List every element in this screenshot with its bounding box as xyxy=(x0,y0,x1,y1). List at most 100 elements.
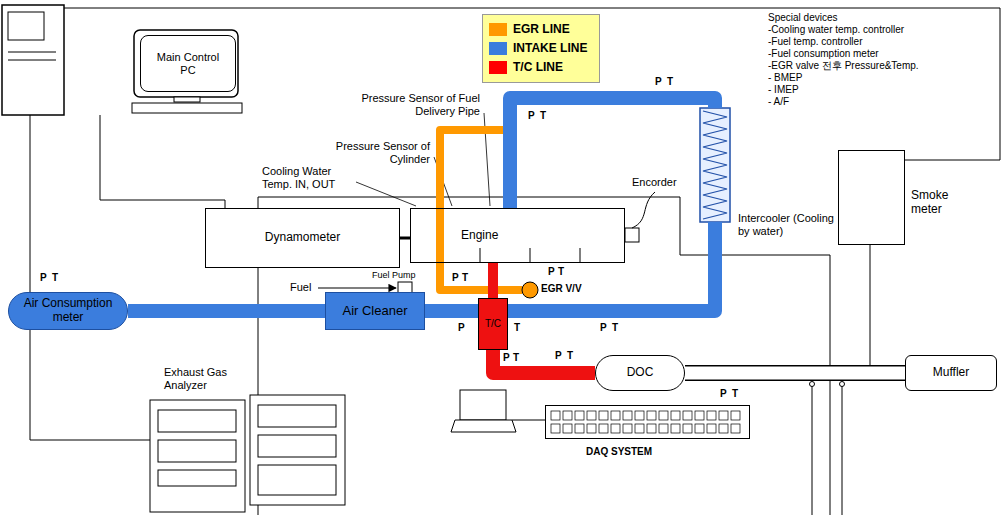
connector-path xyxy=(508,222,715,311)
daq-system: DAQ SYSTEM xyxy=(545,405,750,439)
tail-pipe xyxy=(685,373,905,374)
daq-slot xyxy=(563,424,572,433)
device-note: -Cooling water temp. controller xyxy=(768,24,904,36)
daq-slot xyxy=(575,411,584,420)
device-note: -EGR valve 전후 Pressure&Temp. xyxy=(768,60,919,72)
sensor-tag: P xyxy=(528,110,535,122)
connector-path xyxy=(510,98,715,208)
sensor-tag: P xyxy=(452,272,459,284)
dynamometer-box: Dynamometer xyxy=(205,208,400,268)
daq-slot xyxy=(647,424,656,433)
sensor-tag: T xyxy=(558,266,564,278)
node-label: Main Control PC xyxy=(155,51,221,76)
air-cleaner: Air Cleaner xyxy=(325,292,425,330)
smoke-meter: Smoke meter xyxy=(838,150,905,245)
daq-slot xyxy=(731,424,740,433)
signal-wire xyxy=(100,115,225,208)
connector-core xyxy=(685,367,905,380)
daq-slot xyxy=(659,411,668,420)
pc-tower xyxy=(2,5,64,115)
node-label: T/C xyxy=(485,318,501,330)
daq-slot xyxy=(695,424,704,433)
daq-slot xyxy=(563,411,572,420)
legend-row: INTAKE LINE xyxy=(489,39,593,58)
sensor-tag: T xyxy=(612,322,618,334)
daq-slot xyxy=(719,411,728,420)
exhaust-pipe xyxy=(493,263,494,298)
sensor-tag: T xyxy=(540,110,546,122)
daq-slot xyxy=(623,411,632,420)
daq-slot xyxy=(599,424,608,433)
sensor-tag: T xyxy=(52,272,58,284)
node-label: Exhaust Gas Analyzer xyxy=(164,366,259,391)
part-label: Encorder xyxy=(632,176,677,189)
intake-pipe xyxy=(425,311,478,312)
tower-case xyxy=(2,5,64,115)
egr-line xyxy=(440,130,538,298)
legend-swatch xyxy=(489,42,507,55)
daq-slot xyxy=(551,411,560,420)
exhaust-probes xyxy=(810,382,845,387)
turbocharger: T/C xyxy=(478,298,508,350)
connector-path xyxy=(685,365,905,381)
part-label: Cooling Water Temp. IN, OUT xyxy=(262,165,354,190)
keyboard xyxy=(132,103,242,113)
sensor-tag: P xyxy=(548,266,555,278)
analyzer-unit xyxy=(158,440,236,462)
daq-slot xyxy=(647,411,656,420)
drive-slot xyxy=(8,52,56,53)
daq-slot xyxy=(731,411,740,420)
signal-wire xyxy=(62,8,1000,160)
node-label: Dynamometer xyxy=(265,231,340,245)
analyzer-cabinet xyxy=(150,400,245,512)
intercooler-fins xyxy=(703,111,727,219)
daq-slot xyxy=(671,424,680,433)
legend-swatch xyxy=(489,23,507,36)
signal-wire xyxy=(512,420,545,421)
cylinder-mark xyxy=(530,248,531,263)
sensor-tag: P xyxy=(720,388,727,400)
daq-slots xyxy=(551,411,740,433)
part-label: Pressure Sensor of Fuel Delivery Pipe xyxy=(355,92,480,117)
legend-label: T/C LINE xyxy=(513,61,563,75)
drive-slot xyxy=(8,60,56,61)
legend-swatch xyxy=(489,61,507,74)
legend-box: EGR LINEINTAKE LINE T/C LINE xyxy=(482,14,600,83)
laptop xyxy=(451,390,516,432)
intercooler-core xyxy=(700,108,730,222)
device-note: -Fuel consumption meter xyxy=(768,48,879,60)
sensor-tag: T xyxy=(732,388,738,400)
device-note: - BMEP xyxy=(768,72,802,84)
doc-canister: DOC xyxy=(595,355,685,391)
daq-slot xyxy=(719,424,728,433)
daq-slot xyxy=(683,411,692,420)
connector-path xyxy=(128,304,325,318)
daq-slot xyxy=(599,411,608,420)
air-consumption-meter: Air Consumption meter xyxy=(8,292,128,330)
connector-path xyxy=(488,263,498,298)
sensor-tag: T xyxy=(514,322,520,334)
node-label: DOC xyxy=(627,366,654,380)
probe-tap xyxy=(840,382,845,387)
daq-slot xyxy=(551,424,560,433)
connector-path xyxy=(425,304,478,318)
connector-path xyxy=(493,350,595,373)
node-label: DAQ SYSTEM xyxy=(586,446,706,458)
node-label: Air Cleaner xyxy=(342,304,407,319)
part-label: Fuel xyxy=(290,281,311,294)
control-pc-screen: Main Control PC xyxy=(140,35,236,92)
daq-slot xyxy=(587,424,596,433)
daq-slot xyxy=(611,424,620,433)
analyzer-devices xyxy=(150,395,345,512)
daq-slot xyxy=(683,424,692,433)
tower-screen xyxy=(8,12,44,40)
daq-slot xyxy=(611,411,620,420)
sensor-tag: T xyxy=(567,350,573,362)
encoder-cable xyxy=(632,192,655,228)
analyzer-unit xyxy=(258,465,336,495)
daq-slot xyxy=(635,424,644,433)
intake-pipe xyxy=(508,222,715,311)
legend-row: EGR LINE xyxy=(489,20,593,39)
connector-path xyxy=(400,237,410,240)
encoder-coupling xyxy=(625,228,639,242)
